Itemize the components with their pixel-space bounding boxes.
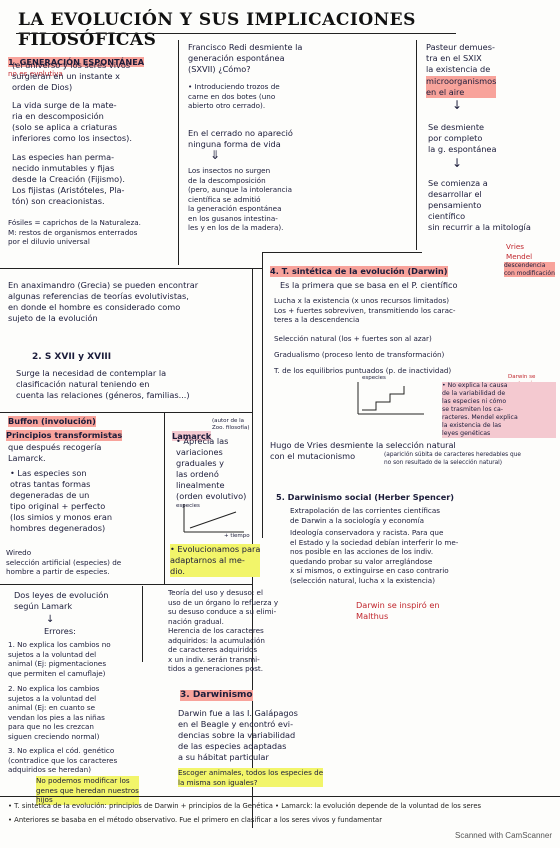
col2-paragraph-3: En el cerrado no apareció ninguna forma … [188,128,293,149]
col1-paragraph-2: La vida surge de la mate- ria en descomp… [12,100,132,143]
darwin-malthus-note: Darwin se inspiró en Malthus [356,600,440,621]
footer-line-2: • Anteriores se basaba en el método obse… [8,816,383,824]
social-heading: 5. Darwinismo social (Herber Spencer) [276,492,455,502]
theory-paragraph-2: Herencia de los caracteres adquiridos: l… [168,626,265,673]
section-1-heading-wrap: 1. GENERACIÓN ESPONTÁNEA no es evolutiva [8,46,145,79]
error-1: 1. No explica los cambios no sujetos a l… [8,640,111,678]
lamarck-heading-wrap: Lamarck [172,420,212,442]
arrow-down-icon: ↓ [46,614,55,625]
synthesis-item-1: Lucha x la existencia (x unos recursos l… [274,296,456,324]
buffon-heading: Buffon (involución) [8,416,96,427]
lamarck-graph [183,504,244,533]
synthesis-heading: 4. T. sintética de la evolución (Darwin) [270,266,448,277]
col1-paragraph-1: (el universo y los seres vivos surgieran… [12,60,131,92]
col1-paragraph-3: Las especies han perma- necido inmutable… [12,152,125,206]
buffon-paragraph: • Las especies son otras tantas formas d… [10,468,113,533]
divider-col1 [178,40,179,265]
col3-paragraph-1: Pasteur demues- tra en el SXIX la existe… [426,42,495,74]
error-3-highlight: No podemos modificar los genes que hered… [36,776,139,805]
separator-buffon [0,412,252,413]
arrow-down-icon: ↓ [452,156,463,170]
synthesis-intro: Es la primera que se basa en el P. cient… [280,280,458,290]
divider-col2 [416,40,417,250]
separator-top-2 [262,252,422,253]
lamarck-highlight: • Evolucionamos para adaptarnos al me- d… [170,544,261,577]
section-1-heading: 1. GENERACIÓN ESPONTÁNEA [8,57,145,67]
arrow-down-icon: ⇓ [210,148,221,162]
title-underline [16,33,456,34]
col3-paragraph-2: Se desmiente por completo la g. espontán… [428,122,497,154]
lamarck-paragraph: • Aprecia las variaciones graduales y la… [176,436,247,501]
synthesis-item-4: T. de los equilibrios puntuados (p. de i… [274,366,452,375]
separator-laws [0,584,252,585]
anaximandro-paragraph: En anaximandro (Grecia) se pueden encont… [8,280,199,323]
vries-note: (aparición súbita de caracteres heredabl… [384,452,521,466]
synthesis-item-2: Selección natural (los + fuertes son al … [274,334,432,343]
social-item-2: Ideología conservadora y racista. Para q… [290,528,459,585]
col2-paragraph-4: Los insectos no surgen de la descomposic… [188,166,293,232]
buffon-note: Wiredo selección artificial (especies) d… [6,548,122,576]
separator-top [0,268,262,269]
lamarck-note: (autor de la Zoo. filosofía) [212,418,250,431]
equilibria-graph [357,382,424,415]
col2-paragraph-1: Francisco Redi desmiente la generación e… [188,42,303,74]
buffon-subheading: Principios transformistas [6,430,123,441]
divider-synthesis [262,258,263,538]
theory-paragraph-1: Teoría del uso y desuso: el uso de un ór… [168,588,279,626]
lamarck-axis-x: + tiempo [224,533,250,539]
col3-highlight: microorganismos en el aire [426,76,497,98]
col2-paragraph-2: • Introduciendo trozos de carne en dos b… [188,82,280,110]
synthesis-tag: descendencia con modificación [504,262,555,277]
vries-line: Hugo de Vries desmiente la selección nat… [270,440,456,461]
arrow-down-icon: ↓ [452,98,463,112]
scanner-watermark: Scanned with CamScanner [455,831,552,840]
synthesis-vries: Vries Mendel [506,242,533,261]
divider-lamarck [164,412,165,584]
page-title: LA EVOLUCIÓN Y SUS IMPLICACIONES FILOSÓF… [18,10,416,50]
synthesis-side-note: • No explica la causa de la variabilidad… [442,382,556,438]
darwinismo-highlight: Escoger animales, todos los especies de … [178,768,324,787]
equilibria-axis-y: especies [362,375,386,381]
darwinismo-heading: 3. Darwinismo [180,690,253,701]
errors-heading: Errores: [44,626,76,636]
section-1-note: no es evolutiva [8,69,63,78]
col3-paragraph-3: Se comienza a desarrollar el pensamiento… [428,178,531,232]
section-2-heading: 2. S XVII y XVIII [32,352,112,362]
footer-line-1: • T. sintética de la evolución: principi… [8,802,482,810]
separator-footer [0,796,560,797]
error-3: 3. No explica el cód. genético (contradi… [8,746,118,774]
divider-theory [142,586,143,662]
darwinismo-paragraph: Darwin fue a las I. Galápagos en el Beag… [178,708,298,762]
buffon-subheading-2: que después recogería Lamarck. [8,442,102,463]
synthesis-item-3: Gradualismo (proceso lento de transforma… [274,350,445,359]
social-item-1: Extrapolación de las corrientes científi… [290,506,440,525]
lamarck-heading: Lamarck [172,431,212,441]
section-2-paragraph: Surge la necesidad de contemplar la clas… [16,368,190,400]
error-2: 2. No explica los cambios sujetos a la v… [8,684,105,741]
lamarck-axis-y: especies [176,503,200,509]
two-laws-heading: Dos leyes de evolución según Lamark [14,590,109,611]
col1-paragraph-4: Fósiles = caprichos de la Naturaleza. M:… [8,218,141,246]
